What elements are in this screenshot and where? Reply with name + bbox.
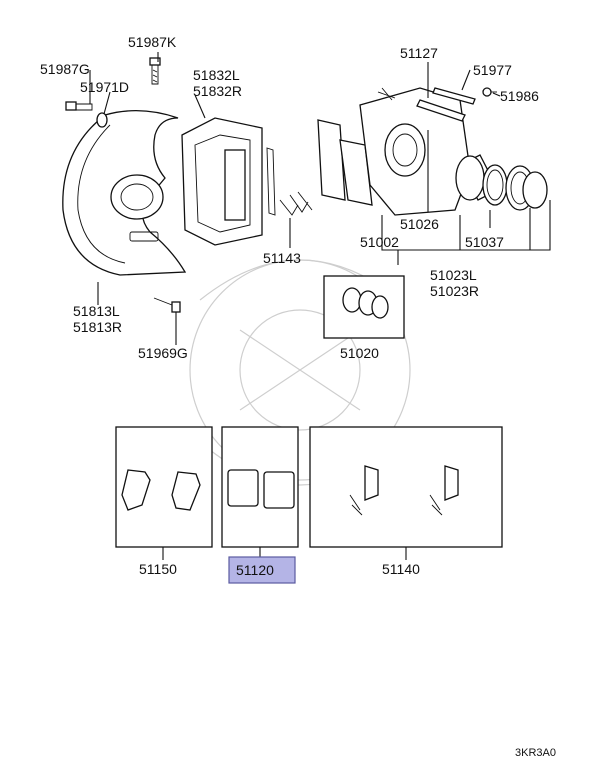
label-51971D[interactable]: 51971D — [80, 79, 129, 95]
piston-seal[interactable] — [482, 164, 508, 206]
caliper-body[interactable] — [359, 87, 471, 216]
label-51037[interactable]: 51037 — [465, 234, 504, 250]
label-51987K[interactable]: 51987K — [128, 34, 177, 50]
caliper-bracket[interactable] — [181, 117, 263, 246]
kit-box-51140[interactable] — [309, 426, 503, 548]
kit-leaders — [162, 547, 407, 560]
label-51002[interactable]: 51002 — [360, 234, 399, 250]
washer-51971D[interactable] — [96, 112, 108, 128]
label-51020[interactable]: 51020 — [340, 345, 379, 361]
label-51026[interactable]: 51026 — [400, 216, 439, 232]
label-51969G[interactable]: 51969G — [138, 345, 188, 361]
slide-pin[interactable] — [416, 99, 466, 122]
pad-support-plates[interactable] — [266, 147, 313, 216]
bolt-51987K[interactable] — [149, 57, 161, 85]
selected-part-highlight — [228, 556, 296, 584]
label-51986[interactable]: 51986 — [500, 88, 539, 104]
label-51143[interactable]: 51143 — [263, 250, 301, 266]
label-51150[interactable]: 51150 — [139, 561, 177, 577]
label-51140[interactable]: 51140 — [382, 561, 420, 577]
leader-lines — [89, 52, 551, 345]
label-51127[interactable]: 51127 — [400, 45, 438, 61]
dust-boot[interactable] — [505, 165, 548, 211]
label-51987G[interactable]: 51987G — [40, 61, 90, 77]
bleeder-51986[interactable] — [482, 87, 497, 97]
watermark-logo — [189, 259, 411, 486]
label-51120[interactable]: 51120 — [236, 562, 274, 578]
kit-box-51120[interactable] — [221, 426, 299, 548]
bolt-51987G[interactable] — [65, 101, 93, 111]
seal-kit-box[interactable] — [323, 275, 405, 339]
kit-box-51150[interactable] — [115, 426, 213, 548]
dust-shield[interactable] — [62, 110, 187, 276]
label-51977[interactable]: 51977 — [473, 62, 512, 78]
diagram-code: 3KR3A0 — [515, 747, 556, 759]
bolt-51969G[interactable] — [153, 297, 181, 313]
pin-51977[interactable] — [432, 87, 476, 105]
brake-pads[interactable] — [317, 119, 373, 206]
